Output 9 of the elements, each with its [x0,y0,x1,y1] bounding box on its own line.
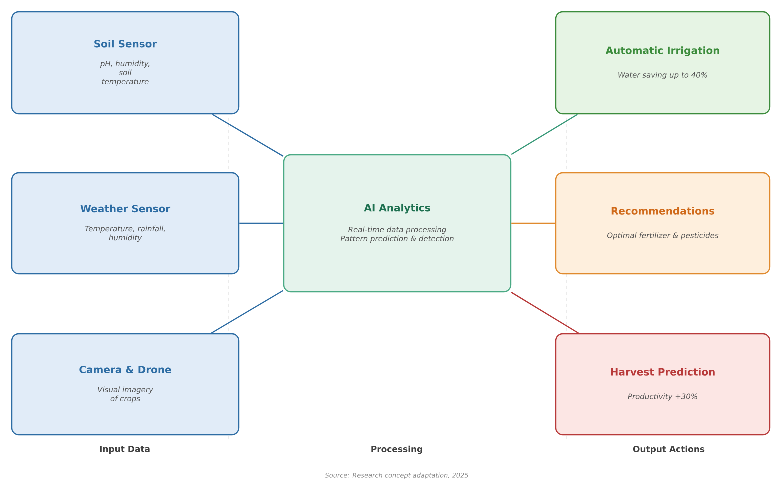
connector-line [511,114,578,156]
column-label: Processing [372,446,422,454]
connector-line [240,222,284,224]
connector-line [512,222,556,224]
column-label: Output Actions [633,446,705,454]
connector-line [211,290,284,334]
column-label: Input Data [100,446,150,454]
connector-line [212,114,284,157]
connector-line [511,292,580,334]
